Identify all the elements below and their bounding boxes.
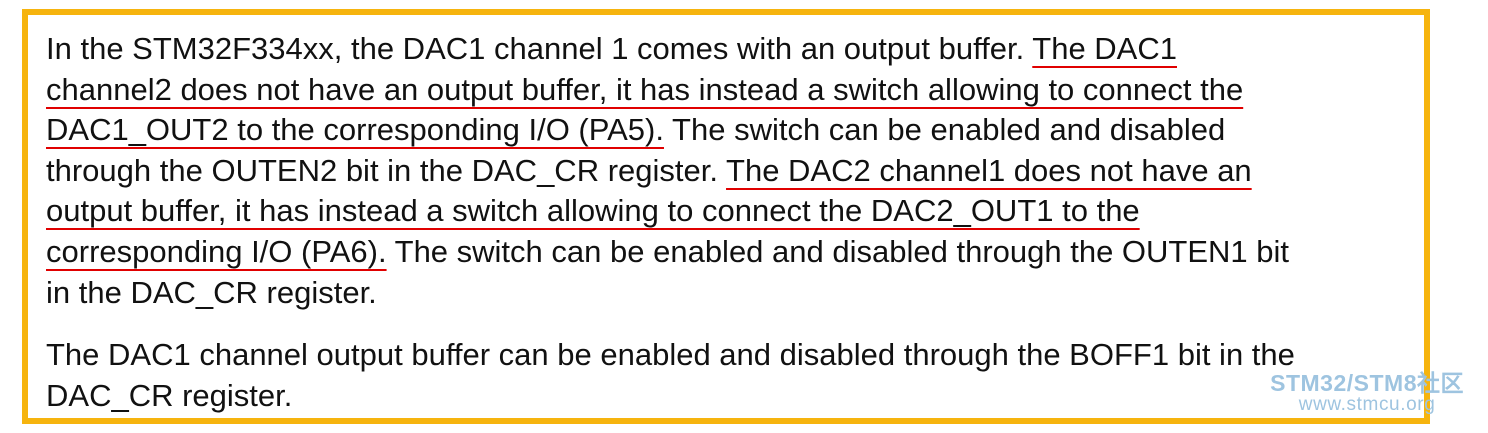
plain-text: In the STM32F334xx, the DAC1 channel 1 c… [46, 31, 1033, 66]
plain-text: The DAC1 channel output buffer can be en… [46, 337, 1295, 373]
plain-text: through the OUTEN2 bit in the DAC_CR reg… [46, 152, 727, 188]
underlined-text: DAC1_OUT2 to the corresponding I/O (PA5)… [46, 112, 664, 148]
plain-text: The switch can be enabled and disabled t… [386, 233, 1290, 269]
underlined-text: channel2 does not have an output buffer,… [46, 71, 1244, 107]
underlined-text: The DAC1 [1032, 31, 1177, 66]
text-line: In the STM32F334xx, the DAC1 channel 1 c… [46, 29, 1436, 70]
plain-text: in the DAC_CR register. [46, 274, 377, 310]
watermark: STM32/STM8社区 www.stmcu.org [1270, 371, 1464, 415]
watermark-url: www.stmcu.org [1298, 394, 1436, 415]
plain-text: The switch can be enabled and disabled [663, 112, 1226, 148]
underlined-text: output buffer, it has instead a switch a… [46, 193, 1140, 229]
document-frame: In the STM32F334xx, the DAC1 channel 1 c… [22, 9, 1430, 424]
paragraph-gap [46, 313, 1436, 335]
underlined-text: corresponding I/O (PA6). [46, 233, 387, 269]
plain-text: DAC_CR register. [46, 377, 293, 413]
underlined-text: The DAC2 channel1 does not have an [726, 152, 1252, 188]
text-line: output buffer, it has instead a switch a… [46, 191, 1436, 232]
text-line: through the OUTEN2 bit in the DAC_CR reg… [46, 151, 1436, 192]
text-line: DAC1_OUT2 to the corresponding I/O (PA5)… [46, 110, 1436, 151]
text-line: The DAC1 channel output buffer can be en… [46, 335, 1436, 376]
text-line: channel2 does not have an output buffer,… [46, 70, 1436, 111]
text-line: DAC_CR register. [46, 376, 1436, 417]
watermark-title: STM32/STM8社区 [1270, 370, 1464, 396]
text-line: in the DAC_CR register. [46, 273, 1436, 314]
text-line: corresponding I/O (PA6). The switch can … [46, 232, 1436, 273]
document-text: In the STM32F334xx, the DAC1 channel 1 c… [46, 29, 1436, 416]
